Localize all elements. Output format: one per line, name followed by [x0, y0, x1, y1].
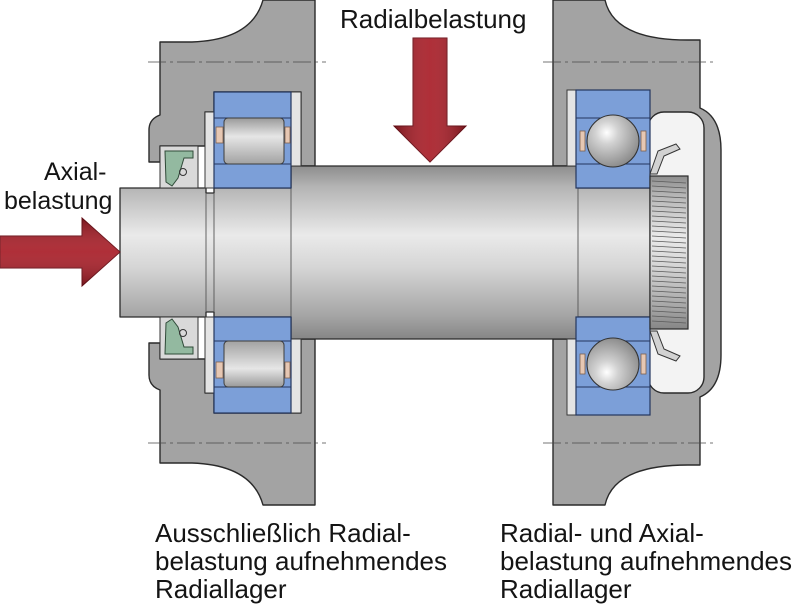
right-bearing-caption: Radial- und Axial- belastung aufnehmende… — [500, 518, 792, 604]
thread-line — [651, 240, 687, 244]
thread-line — [651, 185, 687, 189]
right-bearing-caption-line-1: Radial- und Axial- — [500, 518, 704, 548]
shaft — [119, 165, 651, 340]
thread-line — [651, 210, 687, 214]
thread-line — [651, 260, 687, 264]
thread-line — [651, 220, 687, 224]
left-bearing-caption-line-3: Radiallager — [155, 574, 287, 604]
thread-line — [651, 300, 687, 304]
cage-left — [215, 126, 224, 144]
lock-washer-tab — [649, 143, 681, 175]
thread-lines — [651, 180, 687, 324]
thread-line — [651, 275, 687, 279]
right-spacer-ring — [566, 89, 577, 167]
left-bearing-caption-line-2: belastung aufnehmendes — [155, 546, 447, 576]
seal-spring — [179, 168, 187, 176]
axial-load-label-line-1: Axial- — [44, 158, 107, 186]
thread-line — [651, 195, 687, 199]
thread-line — [651, 235, 687, 239]
center-lines — [148, 61, 714, 444]
right-bearing-caption-line-3: Radiallager — [500, 574, 632, 604]
axial-load-arrow-shading — [0, 218, 120, 286]
thread-line — [651, 205, 687, 209]
left-bearing-caption-line-1: Ausschließlich Radial- — [155, 518, 411, 548]
thread-line — [651, 315, 687, 319]
left-end-ring — [290, 91, 302, 167]
deep-groove-ball-bearing — [575, 89, 651, 189]
lock-nut — [649, 175, 689, 330]
thread-line — [651, 265, 687, 269]
left-spacer-ring — [204, 111, 215, 189]
thread-line — [651, 230, 687, 234]
right-bearing-caption-line-2: belastung aufnehmendes — [500, 546, 792, 576]
cage-right — [640, 130, 647, 152]
axial-load-arrow — [0, 216, 121, 288]
radial-load-arrow-shading — [394, 38, 466, 162]
thread-line — [651, 280, 687, 284]
thread-line — [651, 200, 687, 204]
left-bearing-caption: Ausschließlich Radial- belastung aufnehm… — [155, 518, 447, 604]
axial-load-label-line-2: belastung — [4, 187, 112, 215]
thread-line — [651, 250, 687, 254]
shaft-seal — [159, 145, 199, 189]
cylindrical-roller — [223, 117, 285, 165]
thread-line — [651, 245, 687, 249]
thread-line — [651, 190, 687, 194]
radial-load-arrow — [392, 37, 468, 163]
ball — [586, 114, 640, 168]
cylindrical-roller-bearing — [213, 91, 292, 189]
thread-line — [651, 270, 687, 274]
thread-line — [651, 305, 687, 309]
thread-line — [651, 285, 687, 289]
cage-right — [284, 126, 291, 144]
thread-line — [651, 255, 687, 259]
cage-left — [579, 130, 586, 152]
thread-line — [651, 225, 687, 229]
seal-lip — [164, 150, 194, 187]
bearing-assembly-top — [159, 89, 681, 189]
thread-line — [651, 180, 687, 184]
thread-line — [651, 320, 687, 324]
thread-line — [651, 290, 687, 294]
thread-line — [651, 310, 687, 314]
radial-load-label: Radialbelastung — [340, 4, 526, 34]
thread-line — [651, 215, 687, 219]
thread-line — [651, 295, 687, 299]
shaft-body — [119, 165, 651, 340]
